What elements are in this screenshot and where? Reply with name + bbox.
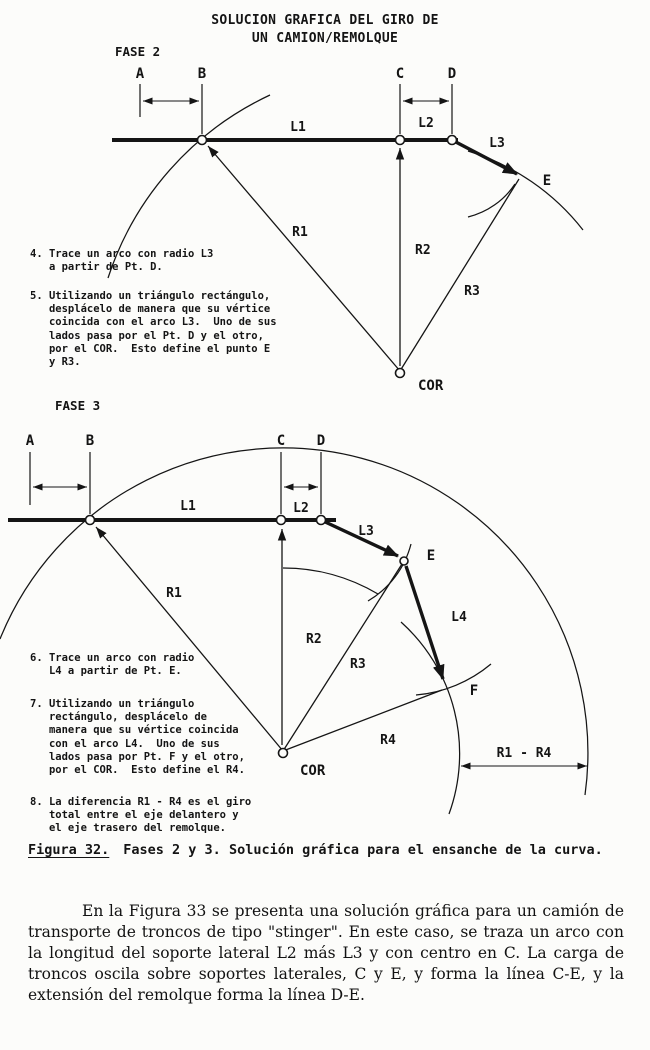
fase3-arc-l4: [415, 663, 492, 696]
fase3-cor-label: COR: [300, 763, 326, 779]
fase3-label: FASE 3: [55, 398, 101, 413]
fase2-point-e-label: E: [543, 173, 551, 189]
step-7: 7. Utilizando un triángulo rectángulo, d…: [30, 698, 245, 777]
fase2-r1-line: [207, 145, 401, 372]
fase2-node-b: [196, 134, 208, 146]
fase3-node-c: [275, 514, 287, 526]
fase3-point-c-label: C: [277, 433, 285, 449]
title-line2: UN CAMION/REMOLQUE: [251, 31, 399, 47]
fase3-r2-label: R2: [306, 632, 322, 647]
fase3-r4-label: R4: [380, 733, 396, 748]
fase3-r3-line: [282, 563, 403, 752]
fase3-l4-label: L4: [451, 610, 467, 625]
fase2-arc-r1: [107, 94, 271, 279]
fase3-r1r4-label: R1 - R4: [497, 746, 552, 761]
fase2-node-c: [394, 134, 406, 146]
fase2-r3-label: R3: [464, 284, 480, 299]
fase3-l3-label: L3: [358, 524, 374, 539]
fase3-point-d-label: D: [317, 433, 325, 449]
fase3-arc-r1: [0, 447, 589, 796]
fase3-arc-l3: [367, 543, 412, 602]
fase2-r3-line: [399, 178, 520, 372]
title-line1: SOLUCION GRAFICA DEL GIRO DE: [211, 13, 439, 28]
fase3-r1-label: R1: [166, 586, 182, 601]
step-4: 4. Trace un arco con radio L3 a partir d…: [30, 248, 214, 274]
step-5: 5. Utilizando un triángulo rectángulo, d…: [30, 290, 277, 369]
fase3-point-b-label: B: [86, 433, 94, 449]
fase2-r2-label: R2: [415, 243, 431, 258]
fase2-l3-segment: [451, 138, 518, 176]
fase3-arc-sweep: [282, 567, 379, 595]
fase2-cor-label: COR: [418, 378, 444, 394]
step-8: 8. La diferencia R1 - R4 es el giro tota…: [30, 796, 252, 835]
body-paragraph: En la Figura 33 se presenta una solución…: [28, 902, 624, 1004]
fase3-l3-segment: [320, 518, 399, 558]
step-6: 6. Trace un arco con radio L4 a partir d…: [30, 652, 195, 678]
fase2-point-a-label: A: [136, 66, 145, 82]
figure-caption: Figura 32. Fases 2 y 3. Solución gráfica …: [28, 842, 640, 860]
fase3-r3-label: R3: [350, 657, 366, 672]
fase2-point-b-label: B: [198, 66, 206, 82]
fase2-arc-l3: [467, 183, 516, 218]
fase3-point-a-label: A: [26, 433, 35, 449]
fase2-arc-r3: [467, 150, 584, 231]
fase2-point-c-label: C: [396, 66, 404, 82]
fase3-diagram: A B C D L1 L2 L3 E L4 F R1 R2 R3 R4 R1 -…: [0, 433, 589, 815]
page-title: SOLUCION GRAFICA DEL GIRO DE UN CAMION/R…: [0, 12, 650, 48]
fase3-r1-line: [95, 526, 284, 752]
fase3-r4-line: [282, 689, 443, 752]
figure-caption-number: Figura 32.: [28, 842, 110, 858]
fase2-node-cor: [394, 367, 406, 379]
fase2-diagram: A B C D L1 L2 L3 E R1 R2 R3 COR: [107, 66, 584, 394]
fase3-point-f-label: F: [470, 683, 478, 699]
fase2-label: FASE 2: [115, 44, 161, 59]
fase3-arc-r4: [400, 621, 461, 815]
fase2-point-d-label: D: [448, 66, 456, 82]
fase2-l2-label: L2: [418, 116, 434, 131]
fase3-l1-label: L1: [180, 499, 196, 514]
figure-caption-text: Fases 2 y 3. Solución gráfica para el en…: [123, 842, 603, 858]
fase3-l2-label: L2: [293, 501, 309, 516]
fase3-node-e: [399, 556, 409, 566]
fase3-point-e-label: E: [427, 548, 435, 564]
fase3-l4-segment: [404, 565, 445, 680]
fase3-node-b: [84, 514, 96, 526]
fase3-node-cor: [277, 747, 289, 759]
fase3-node-d: [315, 514, 327, 526]
fase2-l3-label: L3: [489, 136, 505, 151]
fase2-r1-label: R1: [292, 225, 308, 240]
fase2-l1-label: L1: [290, 120, 306, 135]
fase2-node-d: [446, 134, 458, 146]
